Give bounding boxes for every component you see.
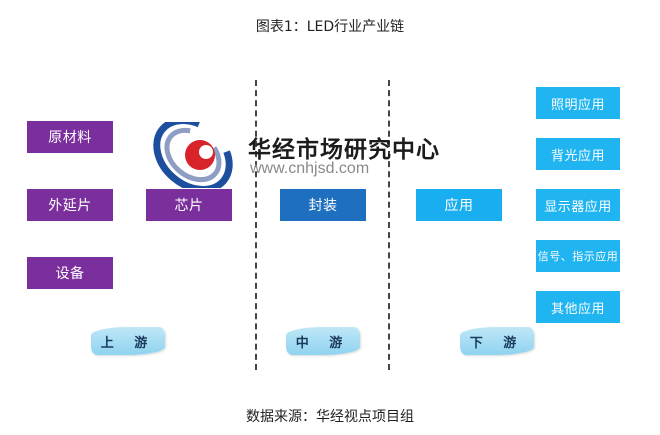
node-epitaxy: 外延片 (27, 189, 113, 221)
node-raw-materials: 原材料 (27, 121, 113, 153)
node-signal-application: 信号、指示应用 (536, 240, 620, 272)
node-packaging: 封装 (280, 189, 366, 221)
node-display-application: 显示器应用 (536, 189, 620, 221)
watermark-name: 华经市场研究中心 (248, 137, 440, 163)
divider-mid-down (388, 80, 390, 370)
node-backlight-application: 背光应用 (536, 138, 620, 170)
node-equipment: 设备 (27, 257, 113, 289)
node-application: 应用 (416, 189, 502, 221)
stage-downstream: 下 游 (460, 327, 534, 355)
node-other-application: 其他应用 (536, 291, 620, 323)
stage-midstream: 中 游 (286, 327, 360, 355)
watermark-url: www.cnhjsd.com (250, 160, 370, 177)
divider-up-mid (255, 80, 257, 370)
node-chip: 芯片 (146, 189, 232, 221)
watermark-logo-icon (153, 122, 233, 188)
stage-upstream: 上 游 (91, 327, 165, 355)
chart-title: 图表1：LED行业产业链 (255, 19, 405, 35)
node-lighting-application: 照明应用 (536, 87, 620, 119)
data-source: 数据来源：华经视点项目组 (246, 409, 414, 425)
